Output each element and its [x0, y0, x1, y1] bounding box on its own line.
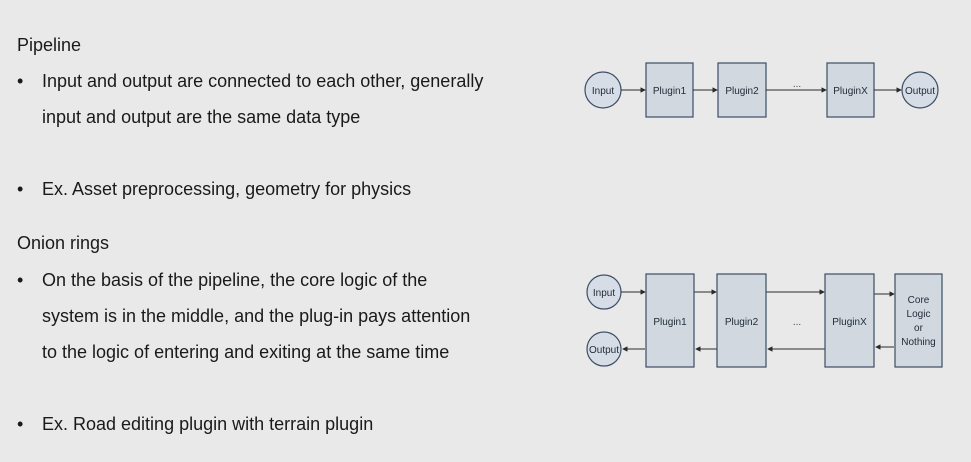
core-logic-line-1: Core	[908, 295, 930, 306]
core-logic-line-3: or	[914, 323, 924, 334]
pipeline-output-label: Output	[905, 86, 935, 97]
onion-ellipsis: ...	[793, 317, 801, 328]
onion-plugin2-label: Plugin2	[725, 317, 759, 328]
bullet-dot: •	[17, 414, 24, 434]
pipeline-input-label: Input	[592, 86, 614, 97]
onion-core-logic-box: Core Logic or Nothing	[894, 273, 943, 368]
onion-output-node: Output	[586, 331, 622, 367]
onion-input-node: Input	[586, 274, 622, 310]
bullet-dot: •	[17, 179, 24, 199]
pipeline-ellipsis: ...	[793, 79, 801, 90]
onion-pluginx-box: PluginX	[824, 273, 875, 368]
pipeline-plugin2-box: Plugin2	[717, 62, 767, 118]
onion-plugin2-box: Plugin2	[716, 273, 767, 368]
onion-plugin1-box: Plugin1	[645, 273, 695, 368]
pipeline-output-node: Output	[901, 71, 939, 109]
bullet-dot: •	[17, 71, 24, 91]
pipeline-input-node: Input	[584, 71, 622, 109]
pipeline-plugin1-label: Plugin1	[653, 86, 687, 97]
onion-diagram: Input Output Plugin1 Plugin2 ... PluginX	[586, 273, 943, 368]
pipeline-plugin1-box: Plugin1	[645, 62, 694, 118]
onion-input-label: Input	[593, 288, 615, 299]
core-logic-line-2: Logic	[907, 309, 931, 320]
pipeline-pluginx-box: PluginX	[826, 62, 875, 118]
onion-pluginx-label: PluginX	[832, 317, 867, 328]
onion-heading: Onion rings	[17, 233, 110, 253]
pipeline-heading: Pipeline	[17, 35, 82, 55]
bullet-dot: •	[17, 270, 24, 290]
pipeline-plugin2-label: Plugin2	[725, 86, 759, 97]
core-logic-line-4: Nothing	[901, 337, 935, 348]
onion-plugin1-label: Plugin1	[653, 317, 687, 328]
pipeline-bullet-2-text: Ex. Asset preprocessing, geometry for ph…	[42, 179, 412, 199]
pipeline-pluginx-label: PluginX	[833, 86, 868, 97]
pipeline-diagram: Input Plugin1 Plugin2 ... PluginX Output	[584, 62, 939, 118]
onion-output-label: Output	[589, 345, 619, 356]
pipeline-bullet-1-text: Input and output are connected to each o…	[42, 71, 484, 127]
onion-bullet-1-text: On the basis of the pipeline, the core l…	[42, 270, 471, 362]
onion-bullet-2-text: Ex. Road editing plugin with terrain plu…	[42, 414, 374, 434]
